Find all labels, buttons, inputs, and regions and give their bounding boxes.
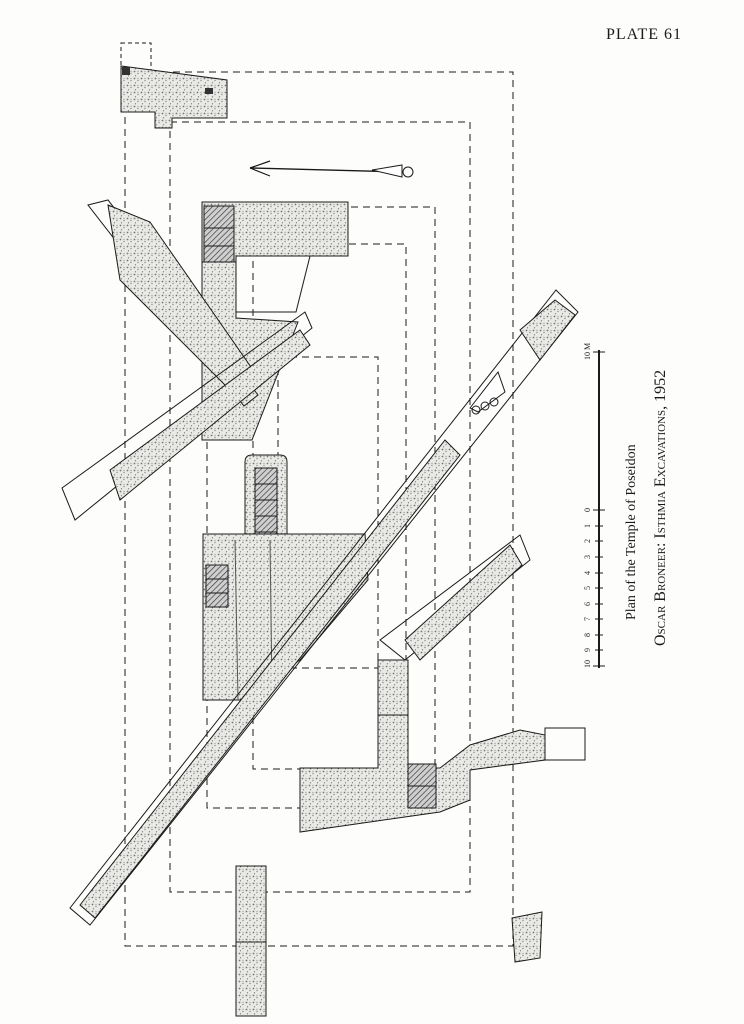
plan-credit: Oscar Broneer: Isthmia Excavations, 1952 (652, 369, 669, 646)
scale-tick-label: 9 (583, 648, 592, 652)
scale-tick-label: 10 (583, 660, 592, 668)
scale-tick-label: 4 (583, 571, 592, 575)
scale-tick-label: 1 (583, 524, 592, 528)
scale-unit-label: M (583, 343, 592, 350)
trench-northwest-corner (120, 42, 228, 129)
scale-tick-label: 8 (583, 633, 592, 637)
scale-bar-labels: 10 9 8 7 6 5 4 3 2 1 0 10 M (583, 343, 592, 668)
scale-bar (593, 350, 605, 668)
outline-stylobate (124, 71, 514, 947)
scale-tick-label: 10 (583, 352, 592, 360)
plan-title: Plan of the Temple of Poseidon (624, 444, 639, 620)
trench-central-pier (244, 454, 288, 546)
north-arrow-icon (249, 160, 414, 178)
trench-south-wall (299, 659, 586, 833)
outline-peristyle (169, 121, 471, 893)
trench-north-wall (201, 201, 349, 313)
trench-diagonal-west (61, 311, 313, 521)
trench-diagonal-main (69, 289, 579, 926)
scale-tick-label: 5 (583, 586, 592, 590)
scale-tick-label: 2 (583, 539, 592, 543)
scale-tick-label: 6 (583, 602, 592, 606)
trench-cella-floor (202, 533, 369, 701)
trench-diagonal-southeast (379, 534, 531, 661)
scale-tick-label: 7 (583, 617, 592, 621)
plate-label: PLATE 61 (606, 26, 682, 43)
scale-tick-label: 0 (583, 508, 592, 512)
scale-tick-label: 3 (583, 555, 592, 559)
trench-south-bottom (235, 865, 543, 1017)
